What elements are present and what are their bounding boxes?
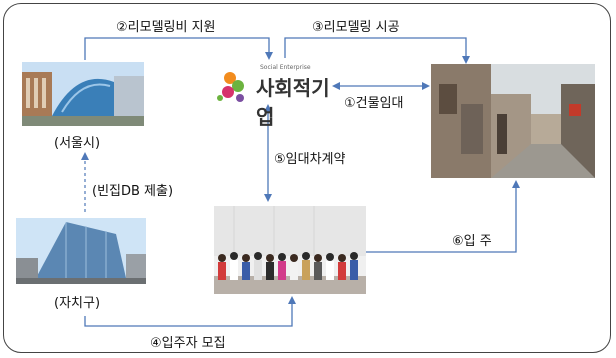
arrow-remodel-build: [284, 37, 470, 64]
label-tenant-recruit: ④입주자 모집: [150, 336, 226, 351]
arrow-tenant-recruit: [84, 296, 296, 327]
label-seoul: (서울시): [54, 136, 101, 151]
district-office-photo: [16, 218, 146, 284]
label-lease-contract: ⑤임대차계약: [274, 152, 346, 167]
label-district: (자치구): [54, 296, 101, 311]
logo-small-text: Social Enterprise: [260, 64, 311, 71]
seoul-city-hall-photo: [22, 62, 144, 126]
social-enterprise-logo: Social Enterprise 사회적기업: [208, 64, 338, 129]
label-building-lease: ①건물임대: [344, 96, 404, 111]
diagram-frame: [3, 3, 611, 353]
label-remodel-support: ②리모델링비 지원: [116, 20, 216, 35]
logo-main-text: 사회적기업: [256, 76, 330, 129]
tenant-crowd-photo: [214, 206, 366, 294]
label-remodel-build: ③리모델링 시공: [312, 20, 400, 35]
arrow-remodel-support: [84, 37, 273, 60]
arrow-move-in: [366, 180, 520, 253]
old-houses-photo: [431, 64, 595, 178]
label-vacant-db: (빈집DB 제출): [92, 184, 174, 199]
label-move-in: ⑥입 주: [452, 234, 492, 249]
